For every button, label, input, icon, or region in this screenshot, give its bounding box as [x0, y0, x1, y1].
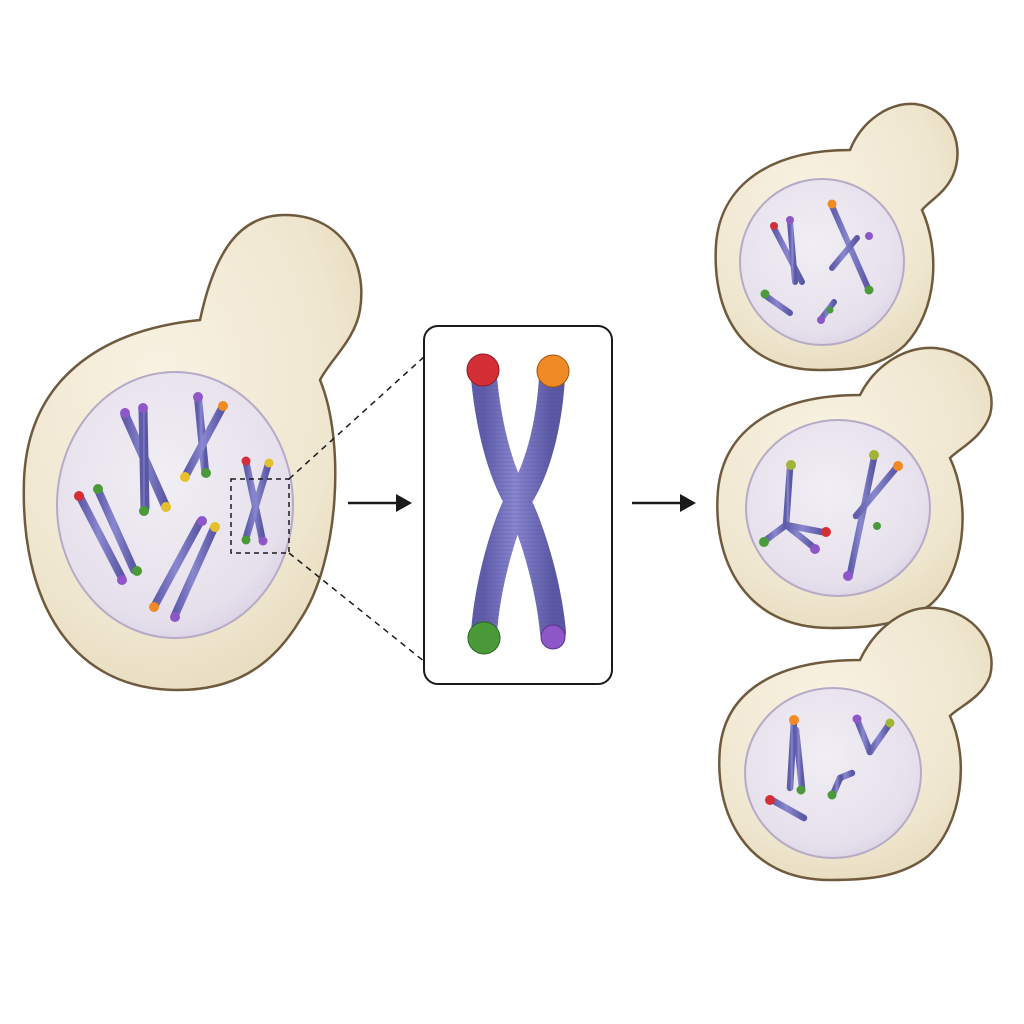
daughter-chromosome	[770, 216, 805, 285]
telomere-purple	[540, 624, 566, 650]
daughter-cell-1	[714, 102, 959, 372]
right-arrow-icon	[348, 494, 412, 512]
parent-cell	[22, 213, 363, 692]
daughter-chromosome	[759, 460, 831, 554]
daughter-chromosome	[827, 199, 874, 295]
zoomed-chromosome	[466, 353, 570, 655]
daughter-cell-3	[718, 606, 993, 882]
selection-box	[230, 478, 290, 554]
daughter-nucleus	[745, 419, 931, 597]
daughter-nucleus	[744, 687, 922, 859]
daughter-chromosome	[852, 714, 895, 756]
daughter-cell-2	[716, 346, 993, 630]
zoom-line-top	[288, 355, 426, 480]
zoom-line-bottom	[288, 552, 426, 663]
chromosome-zoom-panel	[423, 325, 613, 685]
daughter-chromosome	[760, 289, 793, 316]
parent-chromosome	[120, 403, 171, 516]
daughter-chromosome	[817, 299, 837, 324]
parent-chromosome-selected	[241, 456, 274, 546]
telomere-red	[466, 353, 500, 387]
telomere-orange	[536, 354, 570, 388]
daughter-chromosome	[827, 769, 856, 800]
parent-chromosome	[180, 392, 228, 482]
right-arrow-icon	[632, 494, 696, 512]
daughter-chromosome	[786, 715, 806, 795]
daughter-chromosome	[765, 795, 808, 822]
telomere-green	[467, 621, 501, 655]
parent-chromosome	[149, 516, 220, 622]
parent-chromosome	[74, 484, 142, 585]
daughter-chromosome	[843, 450, 903, 581]
